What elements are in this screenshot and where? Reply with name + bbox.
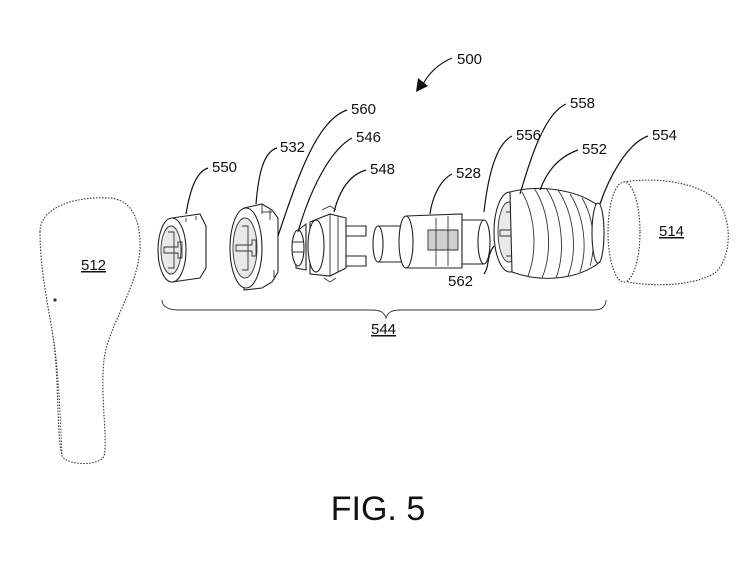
label-544: 544 [371,321,396,338]
label-554: 554 [652,127,677,144]
label-532: 532 [280,139,305,156]
leader-554 [599,135,649,205]
arrow-500 [416,57,453,92]
label-514: 514 [659,223,684,240]
bracket-544 [161,299,607,320]
label-550: 550 [212,159,237,176]
leader-556 [483,135,513,213]
leader-550 [185,167,209,215]
label-546: 546 [356,129,381,146]
label-548: 548 [370,161,395,178]
label-556: 556 [516,127,541,144]
housing-body-512 [39,197,141,465]
label-560: 560 [351,101,376,118]
leader-528 [429,173,453,215]
component-528 [372,213,491,269]
component-550 [157,213,207,283]
label-562: 562 [448,273,473,290]
label-558: 558 [570,95,595,112]
end-cap-514 [607,179,729,286]
leader-532 [255,147,278,205]
component-548 [307,205,367,283]
figure-caption: FIG. 5 [331,490,425,528]
conical-burr-552 [509,187,605,279]
leader-552 [539,149,579,191]
leader-562 [483,245,495,275]
leader-548 [333,169,367,213]
component-546 [291,222,307,271]
component-532 [229,203,279,291]
leader-558 [519,103,567,195]
leader-546 [297,137,353,233]
label-552: 552 [582,141,607,158]
label-512: 512 [81,257,106,274]
leader-560 [277,109,348,237]
label-528: 528 [456,165,481,182]
label-500: 500 [457,51,482,68]
